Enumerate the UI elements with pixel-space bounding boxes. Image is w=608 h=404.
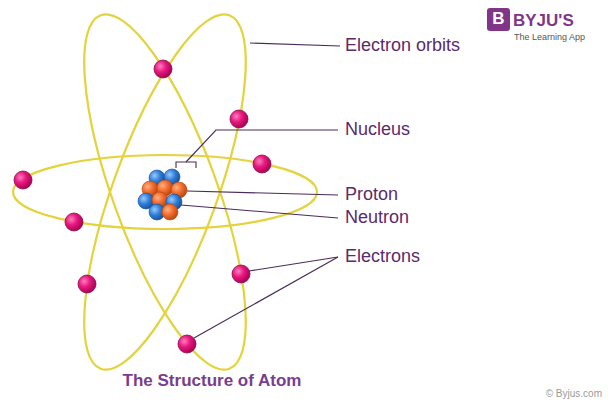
leader-line xyxy=(187,191,338,195)
electron-dot xyxy=(230,110,248,128)
electrons xyxy=(14,60,271,353)
part-label: Nucleus xyxy=(345,119,410,141)
proton-ball xyxy=(162,204,178,220)
part-label: Proton xyxy=(345,184,398,206)
brand-tagline: The Learning App xyxy=(514,32,585,43)
electron-dot xyxy=(178,335,196,353)
logo-square xyxy=(487,8,510,31)
leader-line xyxy=(181,205,338,218)
nucleus-cluster xyxy=(138,169,187,220)
orbit-ellipse xyxy=(13,155,317,229)
nucleus-bracket xyxy=(176,162,196,168)
leader-lines xyxy=(176,43,340,338)
leader-line xyxy=(194,257,338,338)
electron-dot xyxy=(65,213,83,231)
diagram-caption: The Structure of Atom xyxy=(123,371,302,391)
part-label: Electrons xyxy=(345,246,420,268)
electron-dot xyxy=(232,265,250,283)
leader-line xyxy=(186,130,338,162)
leader-line xyxy=(250,43,340,46)
electron-dot xyxy=(78,275,96,293)
electron-dot xyxy=(154,60,172,78)
part-label: Neutron xyxy=(345,207,409,229)
orbit-ellipse xyxy=(52,0,278,386)
logo-letter: B xyxy=(492,9,504,29)
orbit-ellipse xyxy=(52,0,278,386)
electron-dot xyxy=(14,171,32,189)
part-label: Electron orbits xyxy=(345,35,460,57)
brand-name: BYJU'S xyxy=(513,11,574,31)
electron-dot xyxy=(253,155,271,173)
copyright-note: © Byjus.com xyxy=(546,388,602,400)
